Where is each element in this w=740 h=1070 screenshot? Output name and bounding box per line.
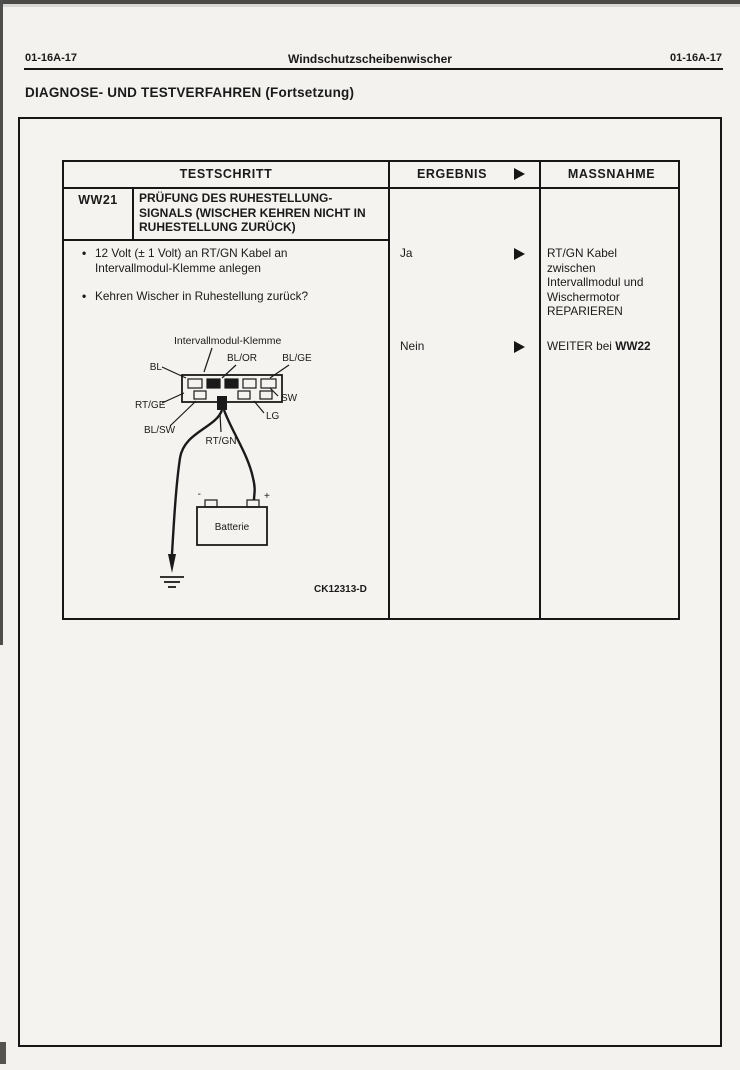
scan-artifact-top-edge [0,0,740,4]
ergebnis-header-arrow-icon [514,168,525,180]
header-row-divider [64,187,678,189]
result-nein-arrow-icon [514,341,525,353]
figure-code: CK12313-D [314,584,367,595]
column-divider-1 [388,162,390,618]
wire-label-rt-ge: RT/GE [135,400,166,411]
column-divider-2 [539,162,541,618]
col-header-testschritt: TESTSCHRITT [179,167,273,181]
wire-label-sw: SW [281,393,298,404]
test-lead-wires [170,409,256,555]
battery-minus-sign: - [198,489,201,500]
step-cell-divider [132,189,134,239]
content-frame: TESTSCHRITT ERGEBNIS MASSNAHME WW21 PRÜF… [18,117,722,1047]
wire-label-bl: BL [150,362,163,373]
wire-label-lg: LG [266,411,280,422]
page-number-left: 01-16A-17 [25,52,77,64]
battery-symbol: Batterie + - [196,489,270,546]
step-title: PRÜFUNG DES RUHESTELLUNG- SIGNALS (WISCH… [139,191,366,234]
test-instruction-2: Kehren Wischer in Ruhestellung zurück? [95,289,309,303]
bullet-icon: • [82,246,87,260]
col-header-massnahme: MASSNAHME [567,167,656,181]
connector-block [181,374,283,410]
scan-artifact-bottom-left [0,1042,6,1064]
test-instruction-1: 12 Volt (± 1 Volt) an RT/GN Kabel an Int… [95,246,288,275]
leader-lines [161,364,290,433]
page-number-right: 01-16A-17 [670,52,722,64]
col-header-ergebnis: ERGEBNIS [416,167,488,181]
battery-plus-sign: + [264,491,270,502]
running-header-title: Windschutzscheibenwischer [288,52,452,66]
test-probe-plug [217,396,227,410]
diagram-title: Intervallmodul-Klemme [174,335,282,347]
action-nein-prefix: WEITER bei [547,339,616,353]
result-nein-label: Nein [400,339,425,353]
bullet-icon: • [82,289,87,303]
step-row-divider [64,239,388,241]
header-rule [24,68,723,70]
wiring-diagram: Intervallmodul-Klemme [135,335,367,595]
wire-label-bl-sw: BL/SW [144,425,176,436]
battery-label: Batterie [215,522,250,533]
wire-label-bl-or: BL/OR [227,353,257,364]
section-title: DIAGNOSE- UND TESTVERFAHREN (Fortsetzung… [25,85,355,100]
scan-artifact-top-highlight [0,4,740,7]
title-leader-line [203,347,213,373]
action-nein-step-ref: WW22 [615,339,651,353]
diagnostic-table: TESTSCHRITT ERGEBNIS MASSNAHME WW21 PRÜF… [62,160,680,620]
step-id: WW21 [78,193,118,207]
ground-symbol [160,554,184,588]
result-ja-label: Ja [400,246,413,260]
action-ja-text: RT/GN Kabel zwischen Intervallmodul und … [547,246,644,318]
result-ja-arrow-icon [514,248,525,260]
action-nein-text: WEITER bei WW22 [547,339,677,354]
scan-artifact-left-edge [0,0,3,645]
wire-label-bl-ge: BL/GE [282,353,312,364]
wire-label-rt-gn: RT/GN [206,436,237,447]
